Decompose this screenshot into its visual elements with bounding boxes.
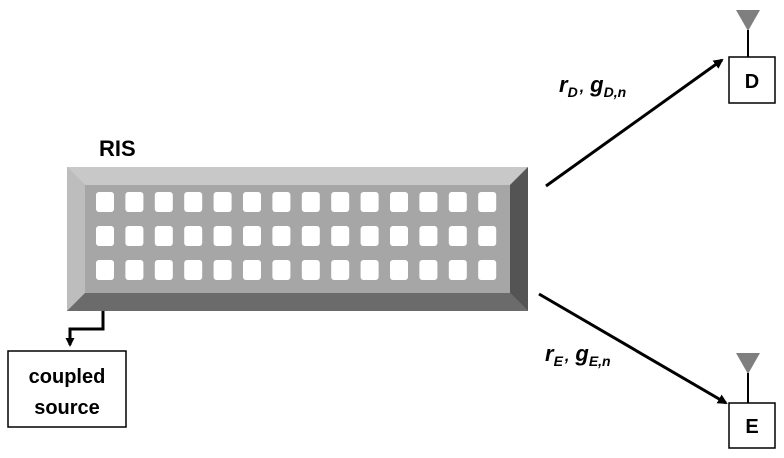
ris-element [125, 226, 144, 246]
ris-element [243, 260, 261, 280]
feed-line [65, 311, 105, 347]
coupled-source-box: coupled source [7, 350, 127, 428]
ris-element [125, 260, 144, 280]
ris-face [85, 185, 510, 293]
ris-element [96, 260, 114, 280]
ris-element [448, 260, 467, 280]
link-to-destination [545, 58, 724, 188]
eavesdropper-label: E [745, 416, 758, 438]
ris-element [390, 226, 408, 246]
ris-element [96, 192, 114, 212]
ris-element [301, 226, 320, 246]
ris-label: RIS [99, 136, 136, 161]
bevel-top [67, 167, 528, 185]
ris-element [448, 192, 467, 212]
ris-element [272, 192, 291, 212]
destination-label: D [745, 71, 759, 93]
destination-channel-label: rD,gD,n [559, 72, 626, 100]
ris-element [478, 260, 497, 280]
ris-element [243, 192, 261, 212]
ris-element [272, 260, 291, 280]
ris-element [154, 260, 173, 280]
ris-element [360, 226, 379, 246]
ris-element [448, 226, 467, 246]
ris-element [331, 260, 350, 280]
ris-element [184, 260, 203, 280]
ris-element [419, 226, 438, 246]
ris-element [331, 226, 350, 246]
ris-element [184, 192, 203, 212]
bevel-right [510, 167, 528, 311]
ris-element-grid [96, 192, 497, 280]
ris-element [272, 226, 291, 246]
ris-element [96, 226, 114, 246]
ris-element [243, 226, 261, 246]
ris-element [125, 192, 144, 212]
ris-element [301, 192, 320, 212]
ris-element [360, 192, 379, 212]
ris-element [419, 192, 438, 212]
link-to-eavesdropper [538, 292, 728, 405]
ris-element [154, 192, 173, 212]
bevel-bottom [67, 293, 528, 311]
eavesdropper-node: E [728, 353, 776, 449]
bevel-left [67, 167, 85, 311]
ris-element [478, 226, 497, 246]
ris-element [419, 260, 438, 280]
destination-node: D [728, 10, 776, 104]
ris-element [213, 260, 232, 280]
ris-element [301, 260, 320, 280]
source-label-line1: coupled [29, 366, 106, 388]
source-label-line2: source [34, 397, 100, 419]
ris-element [360, 260, 379, 280]
ris-element [213, 226, 232, 246]
ris-element [390, 192, 408, 212]
ris-panel [67, 167, 528, 311]
ris-element [331, 192, 350, 212]
ris-element [390, 260, 408, 280]
antenna-icon [736, 353, 760, 403]
ris-element [154, 226, 173, 246]
antenna-icon [736, 10, 760, 57]
ris-element [184, 226, 203, 246]
ris-element [478, 192, 497, 212]
eavesdropper-channel-label: rE,gE,n [545, 341, 611, 369]
ris-element [213, 192, 232, 212]
